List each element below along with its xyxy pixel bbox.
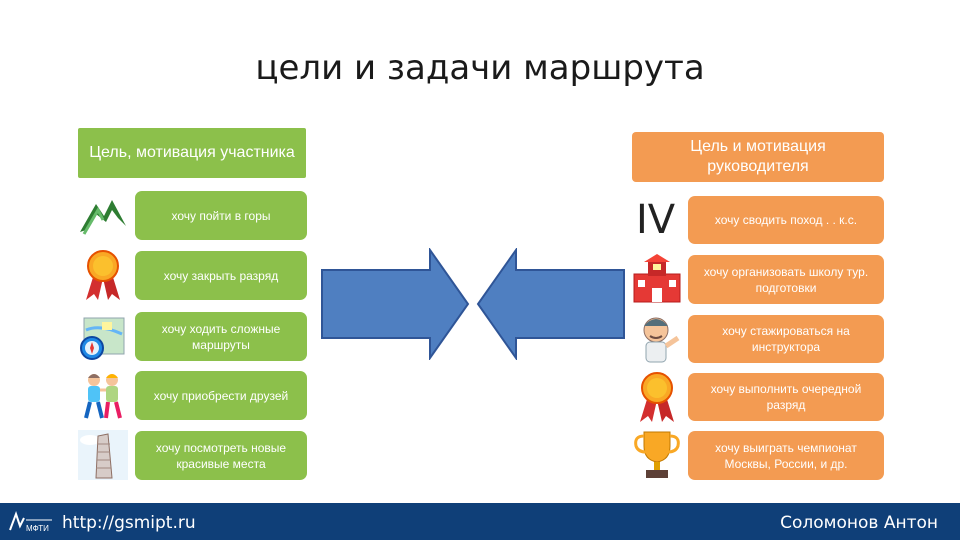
roman-four-icon: IV [636,197,676,243]
medal-icon [86,250,120,300]
friends-icon [84,374,122,419]
leader-goal-header: Цель и мотивация руководителя [632,132,884,182]
svg-text:МФТИ: МФТИ [26,524,49,533]
participant-goal-item: хочу ходить сложные маршруты [135,312,307,361]
participant-goal-header: Цель, мотивация участника [78,128,306,178]
leader-goal-item: хочу стажироваться на инструктора [688,315,884,363]
map-compass-icon [80,317,125,360]
leader-goal-item: хочу сводить поход . . к.с. [688,196,884,244]
slide-title: цели и задачи маршрута [255,48,705,88]
left-arrow-icon [476,248,625,360]
tower-icon [78,430,128,480]
medal-icon [640,372,674,422]
participant-goal-item: хочу закрыть разряд [135,251,307,300]
leader-goal-item: хочу организовать школу тур. подготовки [688,255,884,304]
leader-goal-item: хочу выполнить очередной разряд [688,373,884,421]
participant-goal-item: хочу пойти в горы [135,191,307,240]
leader-goal-item: хочу выиграть чемпионат Москвы, России, … [688,431,884,480]
footer-url-link[interactable]: http://gsmipt.ru [62,513,196,533]
right-arrow-icon [321,248,470,360]
school-icon [633,254,681,303]
footer-bar: МФТИ http://gsmipt.ru Соломонов Антон [0,503,960,540]
mountain-icon [80,200,126,235]
instructor-icon [643,317,680,363]
trophy-icon [634,431,680,478]
footer-author: Соломонов Антон [780,513,938,533]
participant-goal-item: хочу посмотреть новые красивые места [135,431,307,480]
participant-goal-item: хочу приобрести друзей [135,371,307,420]
mipt-logo: МФТИ [9,511,52,533]
